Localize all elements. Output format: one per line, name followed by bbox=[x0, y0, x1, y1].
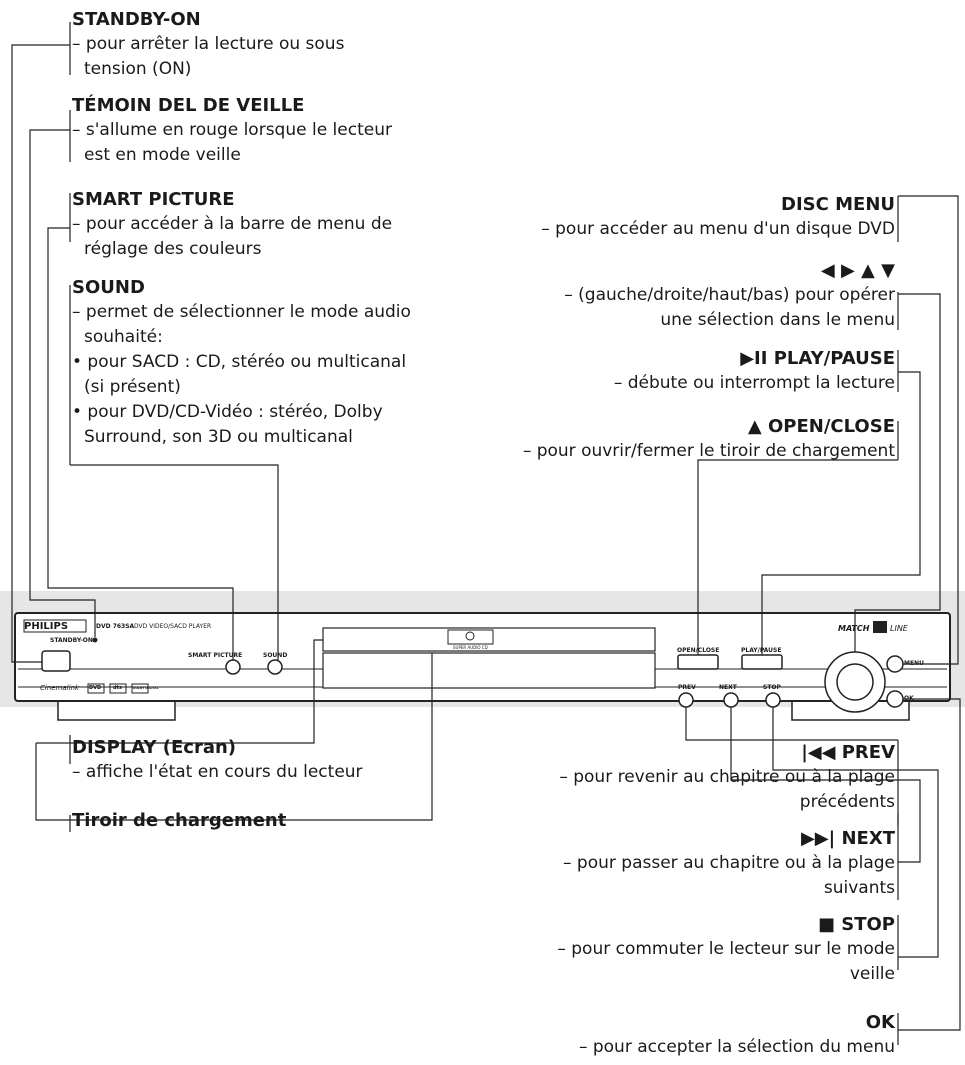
label-desc: réglage des couleurs bbox=[84, 239, 262, 259]
label-title: ▲ OPEN/CLOSE bbox=[747, 416, 895, 437]
label-title: SOUND bbox=[72, 277, 145, 298]
label-title: Tiroir de chargement bbox=[72, 810, 287, 831]
sound-device-label: SOUND bbox=[263, 652, 288, 659]
dts-logo-text: dts bbox=[113, 685, 122, 691]
label-desc: – pour commuter le lecteur sur le mode bbox=[557, 939, 895, 959]
label-desc: – pour accepter la sélection du menu bbox=[578, 1037, 895, 1057]
label-ok: OK – pour accepter la sélection du menu bbox=[470, 1010, 895, 1060]
label-desc: est en mode veille bbox=[84, 145, 241, 165]
label-stop: ■ STOP – pour commuter le lecteur sur le… bbox=[470, 912, 895, 987]
sacd-logo-icon bbox=[447, 629, 494, 645]
standby-on-button bbox=[41, 650, 71, 672]
dvd-logo-text: DVD bbox=[89, 685, 102, 691]
label-desc: suivants bbox=[823, 878, 895, 898]
label-desc: • pour SACD : CD, stéréo ou multicanal bbox=[72, 352, 407, 372]
label-desc: – pour passer au chapitre ou à la plage bbox=[563, 853, 895, 873]
label-desc: (si présent) bbox=[84, 377, 181, 397]
label-title: OK bbox=[865, 1012, 895, 1033]
label-desc: – permet de sélectionner le mode audio bbox=[72, 302, 411, 322]
standby-on-device-label: STANDBY-ON bbox=[50, 637, 93, 644]
cinemalink-logo: Cinemalink bbox=[40, 684, 80, 692]
label-desc: – pour arrêter la lecture ou sous bbox=[72, 34, 345, 54]
label-title: ▶II PLAY/PAUSE bbox=[740, 348, 895, 369]
dvd-logo bbox=[87, 683, 105, 694]
model-description: DVD VIDEO/SACD PLAYER bbox=[134, 623, 212, 630]
label-display: DISPLAY (Ecran) – affiche l'état en cour… bbox=[70, 735, 490, 785]
model-number: DVD 763SA bbox=[96, 623, 135, 630]
play-pause-device-label: PLAY/PAUSE bbox=[741, 647, 782, 654]
label-standby-led: TÉMOIN DEL DE VEILLE – s'allume en rouge… bbox=[70, 93, 490, 168]
label-desc: tension (ON) bbox=[84, 59, 192, 79]
stop-device-label: STOP bbox=[763, 684, 781, 691]
label-open-close: ▲ OPEN/CLOSE – pour ouvrir/fermer le tir… bbox=[460, 414, 895, 464]
label-desc: veille bbox=[849, 964, 895, 984]
label-sound: SOUND – permet de sélectionner le mode a… bbox=[70, 275, 500, 450]
label-desc: – pour ouvrir/fermer le tiroir de charge… bbox=[522, 441, 895, 461]
label-desc: une sélection dans le menu bbox=[660, 310, 895, 330]
label-title: TÉMOIN DEL DE VEILLE bbox=[72, 95, 305, 116]
label-desc: – débute ou interrompt la lecture bbox=[613, 373, 895, 393]
label-title: DISC MENU bbox=[781, 194, 895, 215]
sacd-caption: SUPER AUDIO CD bbox=[453, 645, 488, 650]
label-title: ◀ ▶ ▲ ▼ bbox=[820, 260, 895, 281]
philips-logo bbox=[23, 619, 87, 633]
label-play-pause: ▶II PLAY/PAUSE – débute ou interrompt la… bbox=[470, 346, 895, 396]
label-arrows: ◀ ▶ ▲ ▼ – (gauche/droite/haut/bas) pour … bbox=[470, 258, 895, 333]
dts-logo bbox=[109, 683, 127, 694]
label-standby-on: STANDBY-ON – pour arrêter la lecture ou … bbox=[70, 7, 470, 82]
label-title: STANDBY-ON bbox=[72, 9, 201, 30]
navigation-pad bbox=[836, 663, 874, 701]
label-desc: – (gauche/droite/haut/bas) pour opérer bbox=[564, 285, 895, 305]
matchline-bars-icon bbox=[873, 621, 887, 633]
disc-tray bbox=[322, 652, 656, 689]
label-title: SMART PICTURE bbox=[72, 189, 235, 210]
label-desc: – pour revenir au chapitre ou à la plage bbox=[559, 767, 895, 787]
label-desc: souhaité: bbox=[84, 327, 163, 347]
next-device-label: NEXT bbox=[719, 684, 737, 691]
prev-device-label: PREV bbox=[678, 684, 696, 691]
smart-picture-device-label: SMART PICTURE bbox=[188, 652, 243, 659]
label-desc: – pour accéder à la barre de menu de bbox=[72, 214, 393, 234]
sound-button bbox=[267, 659, 283, 675]
dolby-logo bbox=[131, 683, 149, 694]
label-title: |◀◀ PREV bbox=[801, 742, 895, 763]
label-desc: précédents bbox=[799, 792, 895, 812]
matchline-logo-a: MATCH bbox=[838, 624, 870, 633]
label-desc: – pour accéder au menu d'un disque DVD bbox=[541, 219, 895, 239]
label-title: DISPLAY (Ecran) bbox=[72, 737, 237, 758]
dolby-logo-text: DOLBY DIGITAL bbox=[133, 686, 159, 690]
label-next: ▶▶| NEXT – pour passer au chapitre ou à … bbox=[470, 826, 895, 901]
label-smart-picture: SMART PICTURE – pour accéder à la barre … bbox=[70, 187, 490, 262]
label-prev: |◀◀ PREV – pour revenir au chapitre ou à… bbox=[470, 740, 895, 815]
label-desc: • pour DVD/CD-Vidéo : stéréo, Dolby bbox=[72, 402, 383, 422]
label-desc: – s'allume en rouge lorsque le lecteur bbox=[72, 120, 392, 140]
label-disc-menu: DISC MENU – pour accéder au menu d'un di… bbox=[470, 192, 895, 242]
brand-logo-text: PHILIPS bbox=[24, 621, 69, 632]
label-title: ▶▶| NEXT bbox=[800, 828, 895, 849]
standby-led bbox=[92, 637, 98, 643]
label-title: ■ STOP bbox=[817, 914, 895, 935]
matchline-logo-b: LINE bbox=[890, 624, 908, 633]
label-desc: Surround, son 3D ou multicanal bbox=[84, 427, 353, 447]
label-tray: Tiroir de chargement bbox=[70, 808, 490, 833]
label-desc: – affiche l'état en cours du lecteur bbox=[72, 762, 363, 782]
